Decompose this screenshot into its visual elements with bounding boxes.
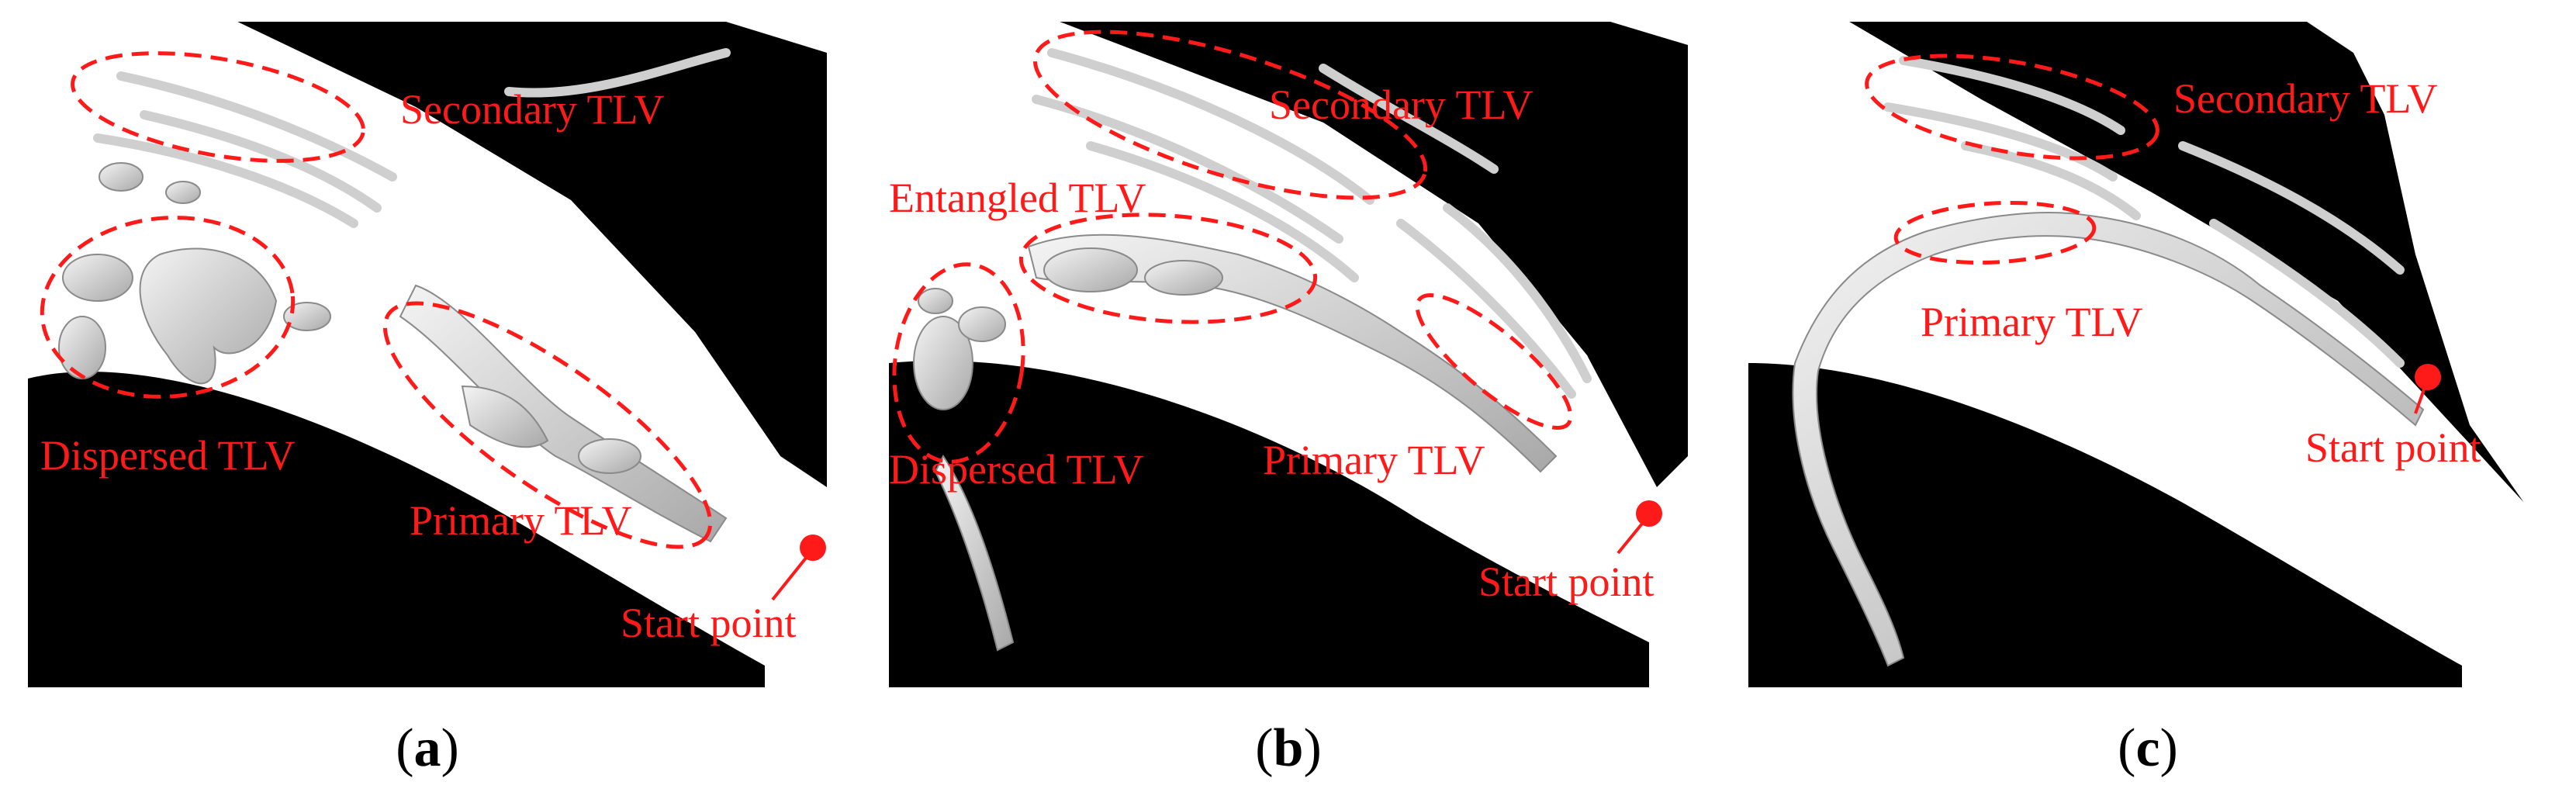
label-entangled-tlv: Entangled TLV [889,175,1146,221]
caption-c: (c) [2118,718,2178,778]
vortex-primary [399,284,728,543]
annotation-ellipses [1865,54,2159,265]
label-secondary-tlv: Secondary TLV [2173,75,2438,122]
vortex-dispersed [58,162,331,385]
blade-lower [28,372,765,687]
flow-region [889,22,1665,611]
panel-c-image: Secondary TLV Primary TLV Start point [1748,22,2547,687]
label-dispersed-tlv: Dispersed TLV [40,432,296,479]
vortex-dispersed [913,288,1015,652]
panel-a-image: Secondary TLV Dispersed TLV Primary TLV … [28,22,827,687]
ellipse-secondary [1865,54,2159,161]
annotation-ellipses [40,51,713,549]
panel-b-render [889,22,1688,687]
label-dispersed-tlv: Dispersed TLV [889,446,1144,493]
label-primary-tlv: Primary TLV [410,497,632,544]
vortex-entangled [1027,233,1558,473]
flow-region [1748,22,2532,635]
vortex-streaks [93,48,731,228]
label-start-point: Start point [1478,559,1655,605]
ellipse-secondary [71,51,365,163]
panel-a-render [28,22,827,687]
ellipse-primary [1893,200,2097,265]
blade-lower [889,360,1649,687]
blade-upper [237,22,827,487]
ellipse-entangled [1018,213,1318,324]
blade-lower [1748,363,2462,687]
label-start-point: Start point [621,600,797,646]
vortex-streaks [1883,56,2405,368]
blade-upper [1849,22,2524,503]
start-point-marker [800,534,826,561]
ellipse-dispersed [40,216,296,399]
caption-a: (a) [396,718,459,778]
vortex-streaks [1032,48,1592,399]
panel-c-render [1748,22,2532,687]
label-primary-tlv: Primary TLV [1263,437,1485,483]
label-secondary-tlv: Secondary TLV [1269,81,1533,128]
panel-b-image: Secondary TLV Entangled TLV Dispersed TL… [889,22,1688,687]
ellipse-dispersed [892,262,1025,464]
label-start-point: Start point [2305,424,2481,471]
ellipse-primary [1415,293,1573,430]
caption-b: (b) [1255,718,1322,778]
blade-upper [1060,22,1688,487]
ellipse-primary [382,301,713,549]
label-secondary-tlv: Secondary TLV [400,86,665,133]
label-primary-tlv: Primary TLV [1921,299,2143,345]
vortex-primary [1792,212,2425,667]
start-point-marker [1636,500,1662,527]
start-point-marker [2415,364,2441,390]
flow-region [28,22,811,654]
